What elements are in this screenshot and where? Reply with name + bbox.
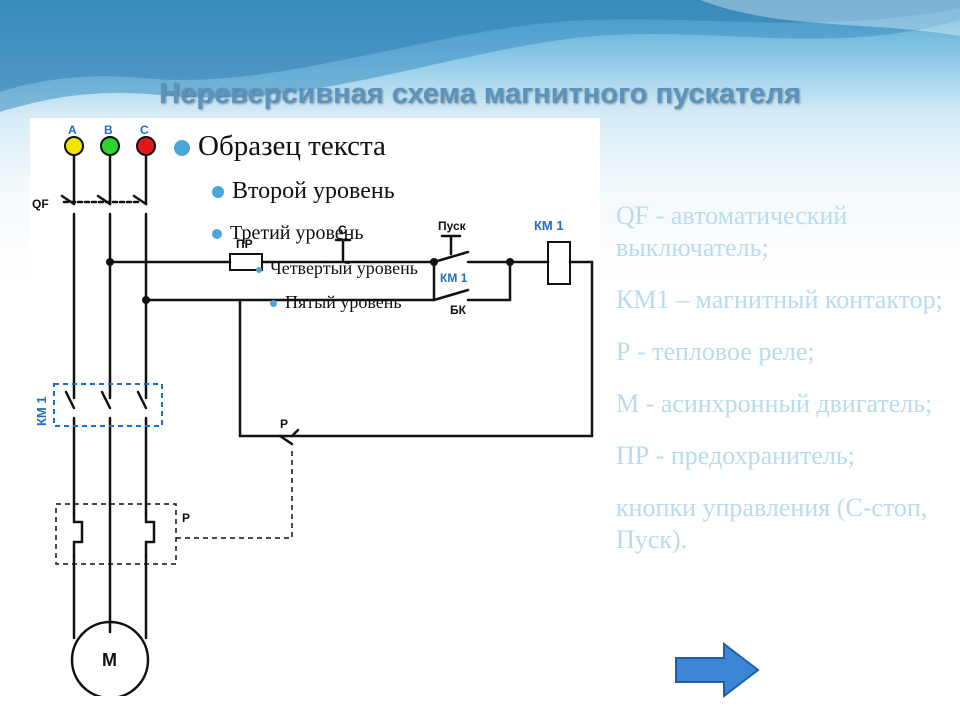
- legend-item-buttons: кнопки управления (С-стоп, Пуск).: [616, 493, 928, 554]
- legend-item-p: Р - тепловое реле;: [616, 337, 815, 366]
- bullet-dot-icon: [256, 266, 262, 273]
- phase-c-lamp: [136, 136, 156, 156]
- qf-contact-c: [132, 194, 148, 206]
- bullet-dot-icon: [212, 186, 224, 199]
- junction-start-left: [430, 258, 438, 266]
- legend-item-km1: КМ1 – магнитный контактор;: [616, 285, 943, 314]
- km1-contact-c: [136, 390, 148, 410]
- junction-start-right: [506, 258, 514, 266]
- bullet-level-3: Третий уровень: [212, 222, 364, 245]
- start-button-actuator: [440, 234, 462, 256]
- bullet-level-4: Четвертый уровень: [256, 258, 418, 279]
- thermal-relay-contact: [278, 428, 300, 446]
- slide-title: Нереверсивная схема магнитного пускателя: [159, 78, 801, 110]
- km1-dashed-frame: [53, 383, 163, 427]
- label-km1-coil: КМ 1: [534, 218, 564, 233]
- label-motor: M: [102, 650, 117, 670]
- label-stop: С: [338, 223, 347, 237]
- km1-contact-b: [100, 390, 112, 410]
- bullet-level-2: Второй уровень: [212, 178, 395, 205]
- bullet-level-5-text: Пятый уровень: [285, 292, 402, 312]
- label-phase-c: C: [140, 123, 149, 137]
- label-phase-a: A: [68, 123, 77, 137]
- phase-a-lamp: [64, 136, 84, 156]
- legend-item-qf: QF - автоматический выключатель;: [616, 201, 848, 262]
- bullet-dot-icon: [212, 229, 222, 240]
- label-start: Пуск: [438, 219, 467, 233]
- bullet-level-4-text: Четвертый уровень: [270, 258, 419, 278]
- label-bk: БК: [450, 303, 467, 317]
- label-qf: QF: [32, 197, 49, 211]
- schematic-diagram: A B C QF КМ 1 P P M ПР С Пуск КМ 1 КМ 1 …: [30, 118, 600, 696]
- bullet-level-1-text: Образец текста: [198, 130, 386, 162]
- motor-symbol: [70, 620, 150, 696]
- label-p-contact: P: [280, 417, 288, 431]
- label-km1-aux: КМ 1: [440, 271, 468, 285]
- stop-button-actuator: [334, 238, 352, 262]
- thermal-link-dashed: [176, 448, 293, 539]
- bullet-dot-icon: [174, 140, 190, 157]
- thermal-element-a: [72, 512, 84, 558]
- start-button-contact: [432, 250, 512, 264]
- bullet-level-1: Образец текста: [174, 130, 386, 163]
- legend-item-pr: ПР - предохранитель;: [616, 441, 855, 470]
- phase-b-lamp: [100, 136, 120, 156]
- label-phase-b: B: [104, 123, 113, 137]
- legend-list: QF - автоматический выключатель; КМ1 – м…: [616, 200, 946, 576]
- bullet-level-2-text: Второй уровень: [232, 178, 395, 204]
- placeholder-bullets: Образец текста Второй уровень Третий уро…: [30, 118, 600, 696]
- km1-contact-a: [64, 390, 76, 410]
- km1-aux-contact: [432, 260, 512, 302]
- label-p-relay: P: [182, 511, 190, 525]
- bullet-level-5: Пятый уровень: [270, 292, 402, 313]
- label-pr: ПР: [236, 237, 253, 251]
- junction-b: [106, 258, 114, 266]
- junction-c: [142, 296, 150, 304]
- label-km1-vertical: КМ 1: [34, 396, 49, 426]
- right-arrow-icon[interactable]: [674, 642, 760, 698]
- bullet-dot-icon: [270, 300, 277, 308]
- legend-item-m: М - асинхронный двигатель;: [616, 389, 933, 418]
- bullet-level-3-text: Третий уровень: [230, 222, 364, 244]
- header-wave-decoration: [0, 0, 960, 112]
- thermal-element-c: [144, 512, 156, 558]
